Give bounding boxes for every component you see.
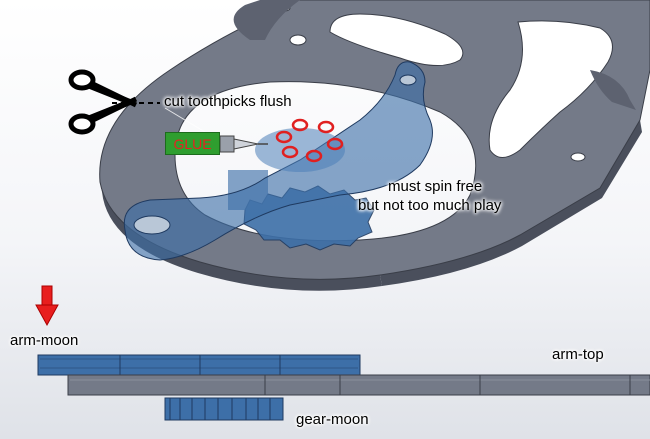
play-label: but not too much play [358,197,502,214]
arm-moon-label: arm-moon [10,332,79,349]
glue-label: GLUE [165,132,220,155]
arm-moon-side [37,354,361,376]
red-down-arrow-icon [35,285,59,327]
cut-toothpicks-label: cut toothpicks flush [164,93,292,110]
glue-bottle-icon [219,135,268,153]
top-plate [99,0,650,291]
gear-moon-side [164,397,284,421]
arm-top-label: arm-top [552,346,604,363]
spin-free-label: must spin free [388,178,483,195]
gear-moon-label: gear-moon [296,411,369,428]
arm-top-side [67,374,650,396]
toothpick-holes [275,118,344,163]
